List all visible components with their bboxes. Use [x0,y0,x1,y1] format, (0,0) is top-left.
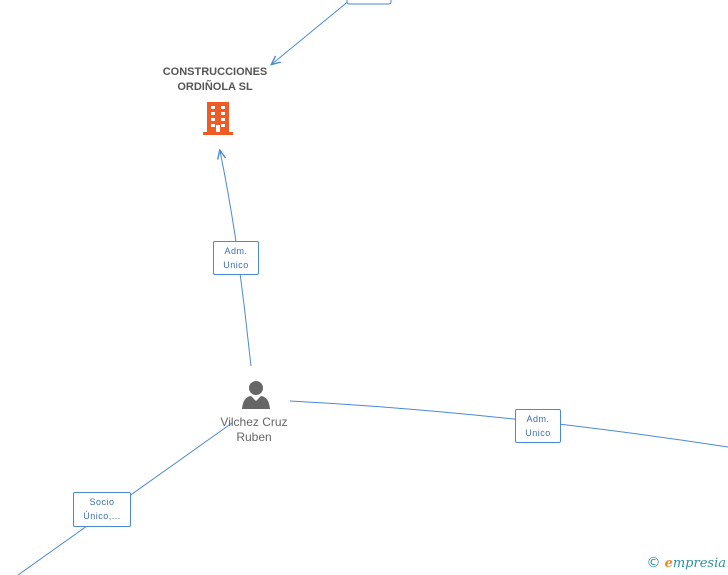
building-icon[interactable] [203,102,233,140]
edge-label-line2: Unico [223,260,249,270]
person-name[interactable]: Vilchez Cruz Ruben [204,415,304,445]
person-name-line1[interactable]: Vilchez Cruz [220,415,288,429]
person-name-line2[interactable]: Ruben [236,430,272,444]
edge-top-to-company [272,0,351,64]
edge-label-line2: Unico [525,428,551,438]
edge-label-adm-unico-company: Adm. Unico [213,241,259,275]
edge-person-to-right [289,400,728,448]
company-name-line2[interactable]: ORDIÑOLA SL [177,81,253,93]
brand-rest: mpresia [672,556,726,571]
edge-label-socio-unico: Socio Único,... [73,492,131,527]
brand-initial: e [664,556,673,571]
edge-label-line1: Adm. [526,414,550,424]
edge-label-top-partial [346,0,392,5]
edge-person-to-company [220,151,252,367]
company-name-line1[interactable]: CONSTRUCCIONES [162,66,268,78]
empresia-watermark[interactable]: © empresia [646,555,726,571]
person-icon[interactable] [242,380,270,414]
copyright-icon: © [646,555,661,571]
edge-label-line1: Socio [89,497,115,507]
edge-label-adm-unico-right: Adm. Unico [515,409,561,443]
edge-label-line1: Adm. [224,246,248,256]
company-name[interactable]: CONSTRUCCIONES ORDIÑOLA SL [140,65,290,95]
edge-label-line2: Único,... [83,511,121,521]
